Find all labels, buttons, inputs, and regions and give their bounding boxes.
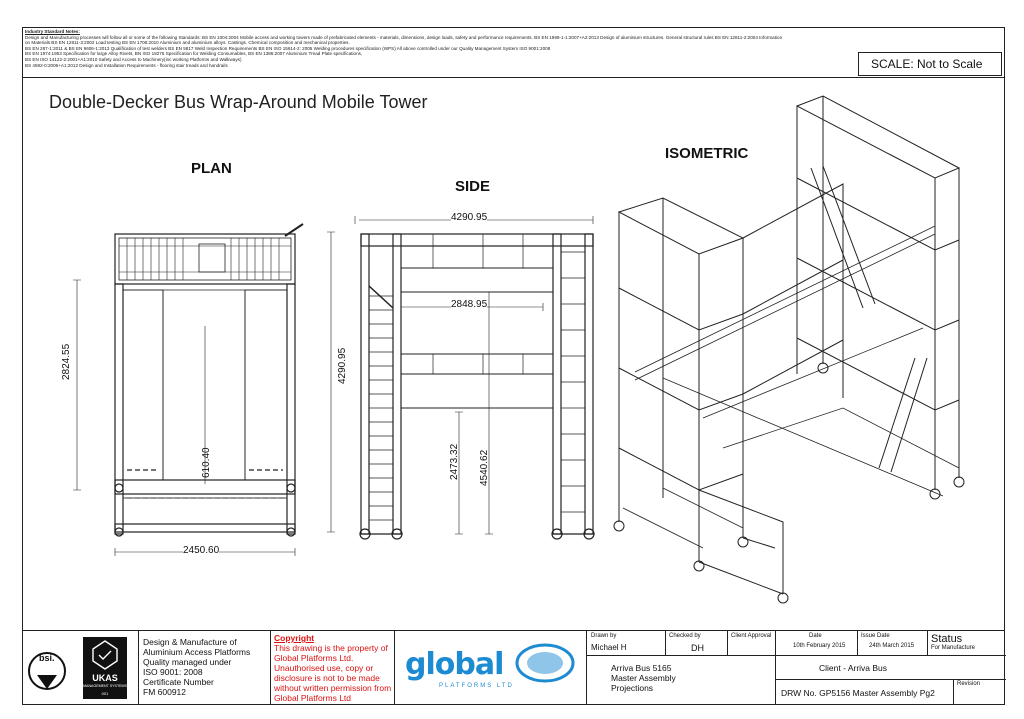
- cert-logos: bsi. UKAS MANAGEMENT SYSTEMS 001: [23, 631, 139, 705]
- isometric-view: [613, 95, 965, 604]
- standards-line: BS 4592-0:2006+A1:2012 Design and Instal…: [25, 62, 228, 68]
- status-label: Status: [931, 633, 963, 645]
- header-divider: [23, 77, 1004, 78]
- copyright-notice: Copyright This drawing is the property o…: [271, 631, 395, 705]
- standards-line: BS EN 1974:1953 Specification for large …: [25, 51, 363, 57]
- project-line: Master Assembly: [611, 673, 676, 683]
- copyright-line: Unauthorised use, copy or: [274, 663, 374, 673]
- design-line: Design & Manufacture of: [143, 637, 237, 647]
- dim-plan-total-height: 4290.95: [337, 347, 348, 384]
- ukas-logo: UKAS: [92, 673, 118, 683]
- design-line: ISO 9001: 2008: [143, 667, 203, 677]
- global-logo-sub: PLATFORMS LTD: [439, 683, 514, 689]
- copyright-line: This drawing is the property of: [274, 643, 388, 653]
- revision-label: Revision: [957, 681, 981, 687]
- copyright-line: disclosure is not to be made: [274, 673, 380, 683]
- plan-label: PLAN: [191, 160, 232, 177]
- date-label: Date: [809, 633, 822, 639]
- issue-date: 24th March 2015: [869, 643, 915, 649]
- side-view: [354, 216, 595, 540]
- standards-line: Design and Manufacturing processes will …: [25, 34, 783, 40]
- drawing-title: Double-Decker Bus Wrap-Around Mobile Tow…: [49, 92, 428, 112]
- company-logo: global PLATFORMS LTD: [395, 631, 587, 705]
- plan-view: [73, 223, 335, 556]
- project-line: Projections: [611, 683, 654, 693]
- issue-date-label: Issue Date: [861, 633, 890, 639]
- side-label: SIDE: [455, 178, 491, 195]
- orthographic-views: [73, 95, 965, 604]
- ukas-number: 001: [101, 691, 109, 696]
- standards-line: on Materials BS EN 12811-3:2002 Load tes…: [25, 40, 350, 46]
- drawn-by: Michael H: [591, 643, 627, 652]
- ukas-sub: MANAGEMENT SYSTEMS: [83, 684, 127, 688]
- status: For Manufacture: [931, 645, 976, 651]
- client-name: Client - Arriva Bus: [819, 663, 888, 673]
- bsi-logo: bsi.: [39, 653, 55, 663]
- title-block: bsi. UKAS MANAGEMENT SYSTEMS 001 Design …: [23, 630, 1006, 705]
- copyright-line: Global Platforms Ltd: [274, 693, 352, 703]
- dim-plan-height: 2824.55: [61, 343, 72, 380]
- design-line: FM 600912: [143, 687, 186, 697]
- standards-notes: Industry Standard Notes: Design and Manu…: [25, 29, 850, 77]
- standards-header: Industry Standard Notes:: [25, 29, 80, 34]
- drawn-by-label: Drawn by: [591, 633, 617, 639]
- drawing-sheet: Industry Standard Notes: Design and Manu…: [22, 27, 1006, 705]
- dim-side-height: 4540.62: [479, 449, 490, 486]
- project-info: Arriva Bus 5165 Master Assembly Projecti…: [611, 663, 676, 693]
- date: 10th February 2015: [793, 643, 846, 649]
- design-line: Quality managed under: [143, 657, 232, 667]
- standards-line: BS EN ISO 14122-2:2001+A1:2010 Safety an…: [25, 56, 242, 62]
- dim-plan-inner: 610.40: [201, 447, 212, 478]
- client-approval-label: Client Approval: [731, 633, 772, 639]
- global-logo: global: [405, 647, 504, 682]
- dim-side-width: 4290.95: [451, 212, 488, 223]
- design-info: Design & Manufacture of Aluminium Access…: [139, 631, 271, 705]
- copyright-line: Global Platforms Ltd.: [274, 653, 354, 663]
- drawing-details: Drawn by Michael H Checked by DH Client …: [587, 631, 1006, 705]
- copyright-heading: Copyright: [274, 633, 315, 643]
- dim-side-inner-width: 2848.95: [451, 299, 488, 310]
- dim-plan-width: 2450.60: [183, 545, 220, 556]
- dim-side-inner-height: 2473.32: [449, 443, 460, 480]
- design-line: Aluminium Access Platforms: [143, 647, 251, 657]
- drawing-number: DRW No. GP5156 Master Assembly Pg2: [781, 688, 935, 698]
- scale-box: SCALE: Not to Scale: [858, 52, 1002, 76]
- checked-by-label: Checked by: [669, 633, 701, 639]
- copyright-line: without written permission from: [274, 683, 392, 693]
- standards-line: BS EN 287-1:2011 & BS EN 9606-1:2013 Qua…: [25, 45, 551, 51]
- isometric-label: ISOMETRIC: [665, 145, 749, 162]
- design-line: Certificate Number: [143, 677, 214, 687]
- project-line: Arriva Bus 5165: [611, 663, 672, 673]
- checked-by: DH: [691, 643, 704, 653]
